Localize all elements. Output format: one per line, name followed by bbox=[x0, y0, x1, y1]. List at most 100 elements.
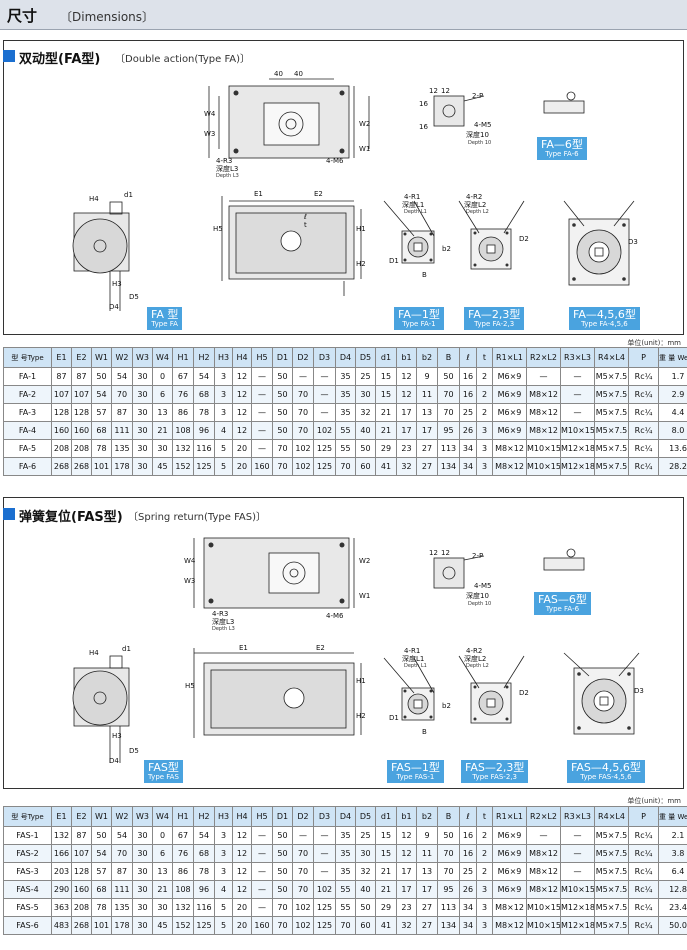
table-cell: 17 bbox=[416, 880, 438, 899]
table-cell: 160 bbox=[251, 457, 273, 476]
table-cell: 86 bbox=[172, 862, 194, 881]
table-cell: M8×12 bbox=[526, 385, 561, 404]
table-cell: 363 bbox=[51, 898, 72, 917]
table-cell: 35 bbox=[335, 367, 356, 386]
table-cell: 30 bbox=[355, 385, 376, 404]
table-cell: — bbox=[251, 367, 273, 386]
dim-16-b: 16 bbox=[419, 123, 428, 131]
table-cell: 23.4 bbox=[658, 898, 687, 917]
column-header: H2 bbox=[193, 806, 215, 827]
column-header: D5 bbox=[355, 806, 376, 827]
label-l1-en: Depth L1 bbox=[404, 209, 427, 215]
column-header: R4×L4 bbox=[594, 806, 629, 827]
table-cell: M8×12 bbox=[492, 439, 527, 458]
fa-technical-drawing: 40 40 W2 W1 W4 W3 4-R3 深度L3 Depth L3 4-M… bbox=[72, 70, 638, 311]
table-cell: 17 bbox=[396, 862, 417, 881]
table-cell: 70 bbox=[292, 403, 314, 422]
table-cell: M8×12 bbox=[492, 916, 527, 935]
table-cell: 68 bbox=[193, 385, 215, 404]
table-cell: 15 bbox=[375, 826, 397, 845]
table-cell: 23 bbox=[396, 898, 417, 917]
table-cell: 78 bbox=[193, 862, 215, 881]
fas-label-m6: 4-M6 bbox=[326, 612, 344, 620]
table-cell: M6×9 bbox=[492, 385, 527, 404]
table-cell: FA-1 bbox=[3, 367, 52, 386]
table-cell: 26 bbox=[459, 421, 477, 440]
label-d5: D5 bbox=[129, 293, 139, 301]
table-cell: 102 bbox=[292, 916, 314, 935]
table-cell: 50 bbox=[272, 421, 293, 440]
table-cell: 3 bbox=[476, 916, 493, 935]
table-cell: 12 bbox=[232, 367, 252, 386]
table-cell: 21 bbox=[152, 880, 173, 899]
table-cell: 41 bbox=[375, 457, 397, 476]
table-cell: 135 bbox=[111, 898, 133, 917]
table-cell: 29 bbox=[375, 898, 397, 917]
table-cell: 27 bbox=[416, 439, 438, 458]
table-cell: 135 bbox=[111, 439, 133, 458]
fas-technical-drawing: W2 W1 W4 W3 4-R3 深度L3 Depth L3 4-M6 d1 H… bbox=[72, 537, 644, 765]
table-cell: 35 bbox=[335, 403, 356, 422]
table-cell: 2 bbox=[476, 862, 493, 881]
table-cell: — bbox=[560, 826, 595, 845]
fas-label-h2: H2 bbox=[356, 712, 366, 720]
table-cell: 54 bbox=[111, 367, 133, 386]
table-cell: 160 bbox=[71, 880, 92, 899]
fas-section-title: 弹簧复位(FAS型) bbox=[19, 510, 123, 525]
table-cell: 30 bbox=[132, 385, 153, 404]
column-header: P bbox=[628, 347, 659, 368]
fas-label-e2: E2 bbox=[316, 644, 325, 652]
table-cell: 2 bbox=[476, 385, 493, 404]
table-cell: — bbox=[251, 880, 273, 899]
table-cell: 29 bbox=[375, 439, 397, 458]
table-cell: 96 bbox=[193, 880, 215, 899]
table-cell: — bbox=[251, 826, 273, 845]
table-cell: 17 bbox=[396, 421, 417, 440]
table-cell: 54 bbox=[193, 367, 215, 386]
column-header: W2 bbox=[111, 806, 133, 827]
table-cell: FAS-3 bbox=[3, 862, 52, 881]
table-cell: 12 bbox=[396, 367, 417, 386]
column-header: H2 bbox=[193, 347, 215, 368]
table-cell: 128 bbox=[71, 862, 92, 881]
table-cell: 70 bbox=[437, 385, 460, 404]
table-cell: 32 bbox=[355, 862, 376, 881]
label-h5: H5 bbox=[213, 225, 223, 233]
table-cell: 13 bbox=[152, 403, 173, 422]
table-cell: — bbox=[251, 862, 273, 881]
table-cell: 208 bbox=[71, 898, 92, 917]
table-cell: 3 bbox=[214, 403, 233, 422]
table-cell: — bbox=[251, 439, 273, 458]
table-cell: 1.7 bbox=[658, 367, 687, 386]
table-cell: 28.2 bbox=[658, 457, 687, 476]
table-cell: M6×9 bbox=[492, 826, 527, 845]
table-cell: 60 bbox=[355, 916, 376, 935]
section-marker-icon bbox=[3, 508, 15, 520]
table-cell: 30 bbox=[132, 862, 153, 881]
section-marker-icon bbox=[3, 50, 15, 62]
label-depth10: 深度10 bbox=[466, 130, 489, 139]
table-cell: 55 bbox=[335, 421, 356, 440]
table-cell: 55 bbox=[335, 439, 356, 458]
table-cell: M5×7.5 bbox=[594, 457, 629, 476]
fas-dim-12-a: 12 bbox=[429, 549, 438, 557]
column-header: d1 bbox=[375, 347, 397, 368]
table-cell: — bbox=[251, 844, 273, 863]
fa-drawing-panel: 40 40 W2 W1 W4 W3 4-R3 深度L3 Depth L3 4-M… bbox=[3, 40, 684, 335]
table-cell: 70 bbox=[292, 862, 314, 881]
table-cell: 125 bbox=[313, 439, 336, 458]
table-cell: 70 bbox=[272, 898, 293, 917]
fa-section-title: 双动型(FA型) bbox=[19, 52, 101, 67]
column-header: H4 bbox=[232, 347, 252, 368]
table-cell: 30 bbox=[132, 367, 153, 386]
table-cell: 113 bbox=[437, 439, 460, 458]
table-cell: 54 bbox=[91, 844, 112, 863]
table-cell: — bbox=[313, 403, 336, 422]
table-cell: 21 bbox=[375, 880, 397, 899]
table-cell: 13 bbox=[416, 403, 438, 422]
